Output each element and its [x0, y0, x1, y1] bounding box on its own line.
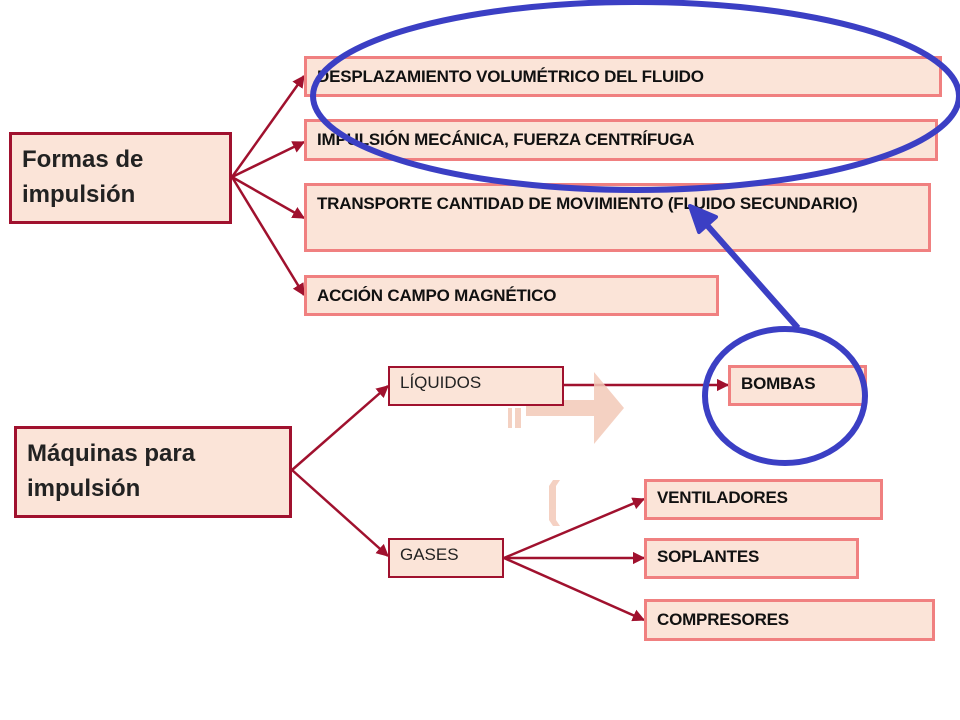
formas-item-campo-magnetico: ACCIÓN CAMPO MAGNÉTICO: [304, 275, 719, 316]
gases-label: GASES: [400, 545, 459, 564]
bombas-box: BOMBAS: [728, 365, 867, 406]
formas-item-label: IMPULSIÓN MECÁNICA, FUERZA CENTRÍFUGA: [317, 130, 695, 149]
faded-arrow-decoration: [508, 372, 624, 526]
formas-title: Formas de impulsión: [22, 146, 144, 208]
maquinas-title-box: Máquinas para impulsión: [14, 426, 292, 518]
compresores-box: COMPRESORES: [644, 599, 935, 641]
connector-formas-4: [230, 176, 306, 297]
formas-item-label: ACCIÓN CAMPO MAGNÉTICO: [317, 286, 557, 305]
connector-formas-3: [231, 175, 306, 220]
formas-title-box: Formas de impulsión: [9, 132, 232, 224]
maquinas-title: Máquinas para impulsión: [27, 440, 196, 502]
connector-formas-1: [230, 74, 306, 178]
liquidos-box: LÍQUIDOS: [388, 366, 564, 406]
connector-gases-ventiladores: [503, 497, 646, 560]
liquidos-label: LÍQUIDOS: [400, 373, 482, 392]
formas-item-impulsion-mecanica: IMPULSIÓN MECÁNICA, FUERZA CENTRÍFUGA: [304, 119, 938, 161]
gas-item-label: SOPLANTES: [657, 547, 760, 566]
formas-item-transporte: TRANSPORTE CANTIDAD DE MOVIMIENTO (FLUID…: [304, 183, 931, 252]
connector-maquinas-gases: [291, 469, 389, 557]
connector-maquinas-liquidos: [291, 385, 389, 471]
formas-item-label: TRANSPORTE CANTIDAD DE MOVIMIENTO (FLUID…: [317, 194, 858, 213]
soplantes-box: SOPLANTES: [644, 538, 859, 579]
formas-item-desplazamiento: DESPLAZAMIENTO VOLUMÉTRICO DEL FLUIDO: [304, 56, 942, 97]
bombas-label: BOMBAS: [741, 374, 816, 393]
ventiladores-box: VENTILADORES: [644, 479, 883, 520]
gas-item-label: COMPRESORES: [657, 610, 789, 629]
connector-formas-2: [231, 140, 306, 179]
gas-item-label: VENTILADORES: [657, 488, 788, 507]
formas-item-label: DESPLAZAMIENTO VOLUMÉTRICO DEL FLUIDO: [317, 67, 704, 86]
gases-box: GASES: [388, 538, 504, 578]
connector-gases-compresores: [503, 556, 646, 622]
